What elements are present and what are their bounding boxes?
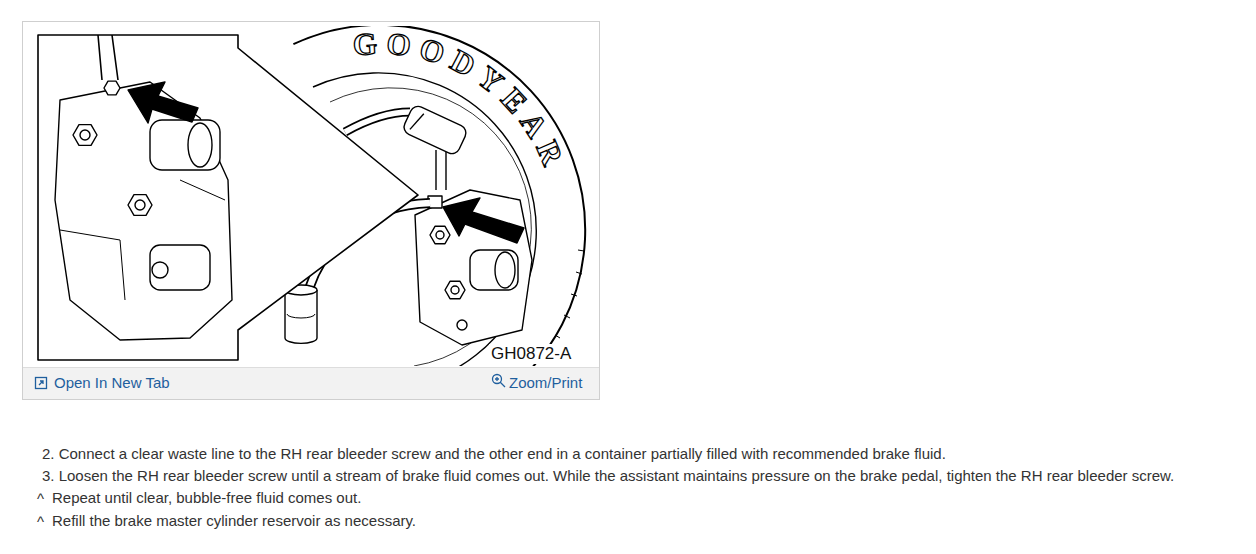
inset-bolt	[73, 125, 97, 146]
tread-marks	[555, 250, 584, 338]
caliper-body	[415, 190, 532, 345]
sub-step-marker: ^	[37, 513, 44, 531]
inset-tube	[98, 35, 118, 80]
figure-toolbar	[23, 368, 599, 399]
toolbar-rule	[23, 367, 599, 368]
step-text: 2. Connect a clear waste line to the RH …	[42, 445, 946, 463]
fluid-level	[287, 314, 315, 318]
inset-bolt	[135, 200, 145, 210]
new-tab-icon	[39, 381, 43, 385]
caliper-bolt	[445, 281, 465, 298]
tire-lettering: GOODYEAR	[352, 25, 574, 177]
sub-step-text: Refill the brake master cylinder reservo…	[52, 512, 416, 530]
inset-bolt	[80, 130, 90, 140]
inset-detail	[60, 180, 225, 300]
inset-arrow	[128, 82, 198, 123]
inset-piston	[150, 120, 220, 170]
fluid-container	[285, 290, 317, 343]
caliper-piston	[470, 250, 518, 290]
toolbar-link: Zoom/Print	[509, 374, 582, 392]
zoom-icon	[495, 377, 505, 387]
sub-step-marker: ^	[37, 490, 44, 508]
caliper-bolt	[430, 226, 450, 243]
caliper-pin	[457, 320, 467, 330]
caliper-bolt	[436, 231, 444, 239]
new-tab-icon	[36, 378, 47, 389]
brake-drawing	[38, 26, 585, 366]
sub-step-text: Repeat until clear, bubble-free fluid co…	[52, 489, 361, 507]
hose-fitting	[401, 104, 468, 157]
step-text: 3. Loosen the RH rear bleeder screw unti…	[42, 467, 1174, 485]
inset-caliper	[55, 82, 232, 340]
inset-panel	[38, 35, 418, 360]
pointer-arrow	[443, 198, 524, 243]
toolbar-link: Open In New Tab	[54, 374, 170, 392]
caliper-bolt	[451, 286, 459, 294]
fitting-edge	[410, 111, 424, 132]
caliper-piston	[495, 252, 515, 288]
brake-hose	[345, 112, 410, 132]
brake-tube	[436, 150, 446, 190]
inset-pin	[152, 262, 168, 278]
inset-bleeder	[104, 81, 120, 95]
figure-code: GH0872-A	[489, 344, 573, 364]
inset-piston	[150, 245, 210, 290]
figure-frame	[23, 22, 600, 400]
inset-piston	[188, 123, 212, 167]
brake-hose	[345, 112, 410, 132]
inset-bolt	[128, 195, 152, 216]
